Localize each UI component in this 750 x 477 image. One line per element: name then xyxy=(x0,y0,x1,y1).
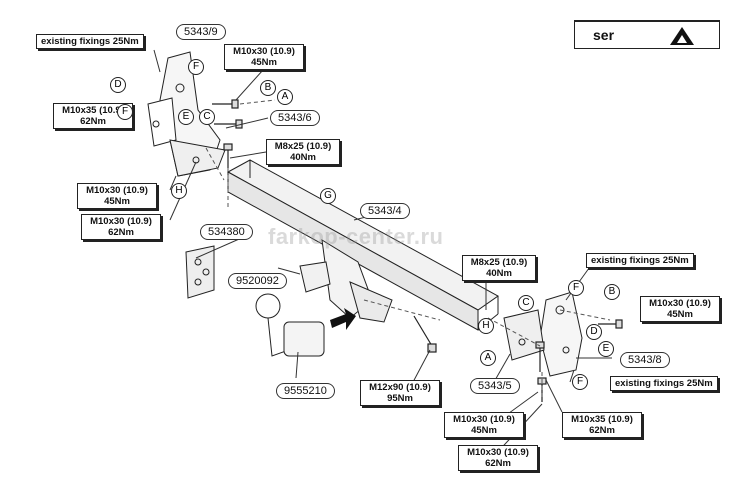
callout-d-left: D xyxy=(110,77,126,93)
label-m10x30-45nm-right: M10x30 (10.9)45Nm xyxy=(640,296,720,322)
callout-c-left: C xyxy=(199,109,215,125)
part-number-electrics: 534380 xyxy=(200,224,253,240)
part-number-plate-left: 5343/6 xyxy=(270,110,320,126)
label-existing-fixings-right-top: existing fixings 25Nm xyxy=(586,253,694,268)
label-m10x30-45nm-left: M10x30 (10.9)45Nm xyxy=(77,183,157,209)
label-m10x30-45nm-top: M10x30 (10.9)45Nm xyxy=(224,44,304,70)
callout-f-left: F xyxy=(117,104,133,120)
label-existing-fixings-right-bottom: existing fixings 25Nm xyxy=(610,376,718,391)
callout-d-right: D xyxy=(586,324,602,340)
callout-h-left: H xyxy=(171,183,187,199)
callout-c-right: C xyxy=(518,295,534,311)
label-m10x30-62nm-bottom: M10x30 (10.9)62Nm xyxy=(458,445,538,471)
callout-f-right-bottom: F xyxy=(572,374,588,390)
label-m10x30-62nm-left: M10x30 (10.9)62Nm xyxy=(81,214,161,240)
right-bracket-shape xyxy=(539,291,583,377)
brand-logo-icon xyxy=(670,27,694,45)
callout-f-right-top: F xyxy=(568,280,584,296)
callout-e-left: E xyxy=(178,109,194,125)
label-m10x35-62nm-right: M10x35 (10.9)62Nm xyxy=(562,412,642,438)
callout-a-right: A xyxy=(480,350,496,366)
callout-a-left: A xyxy=(277,89,293,105)
part-number-ball: 9555210 xyxy=(276,383,335,399)
callout-b-right: B xyxy=(604,284,620,300)
label-existing-fixings-left-top: existing fixings 25Nm xyxy=(36,34,144,49)
callout-b-left: B xyxy=(260,80,276,96)
electrics-socket-shape xyxy=(185,245,215,299)
part-number-bracket-right: 5343/8 xyxy=(620,352,670,368)
part-number-plate-right: 5343/5 xyxy=(470,378,520,394)
tow-ball-shape xyxy=(255,293,281,319)
callout-h-right: H xyxy=(478,318,494,334)
callout-g: G xyxy=(320,188,336,204)
callout-f-left-top: F xyxy=(188,59,204,75)
label-m12x90-95nm: M12x90 (10.9)95Nm xyxy=(360,380,440,406)
brand-logo-box: ser xyxy=(574,20,720,49)
label-m8x25-40nm-right: M8x25 (10.9)40Nm xyxy=(462,255,536,281)
direction-arrow xyxy=(330,308,356,330)
part-number-crossbar: 5343/4 xyxy=(360,203,410,219)
brand-logo-text: ser xyxy=(593,27,615,43)
label-m10x30-45nm-bottom: M10x30 (10.9)45Nm xyxy=(444,412,524,438)
callout-e-right: E xyxy=(598,341,614,357)
part-number-bracket-left: 5343/9 xyxy=(176,24,226,40)
label-m8x25-40nm-left: M8x25 (10.9)40Nm xyxy=(266,139,340,165)
watermark: farkop-center.ru xyxy=(268,224,444,249)
part-number-socket-plate: 9520092 xyxy=(228,273,287,289)
